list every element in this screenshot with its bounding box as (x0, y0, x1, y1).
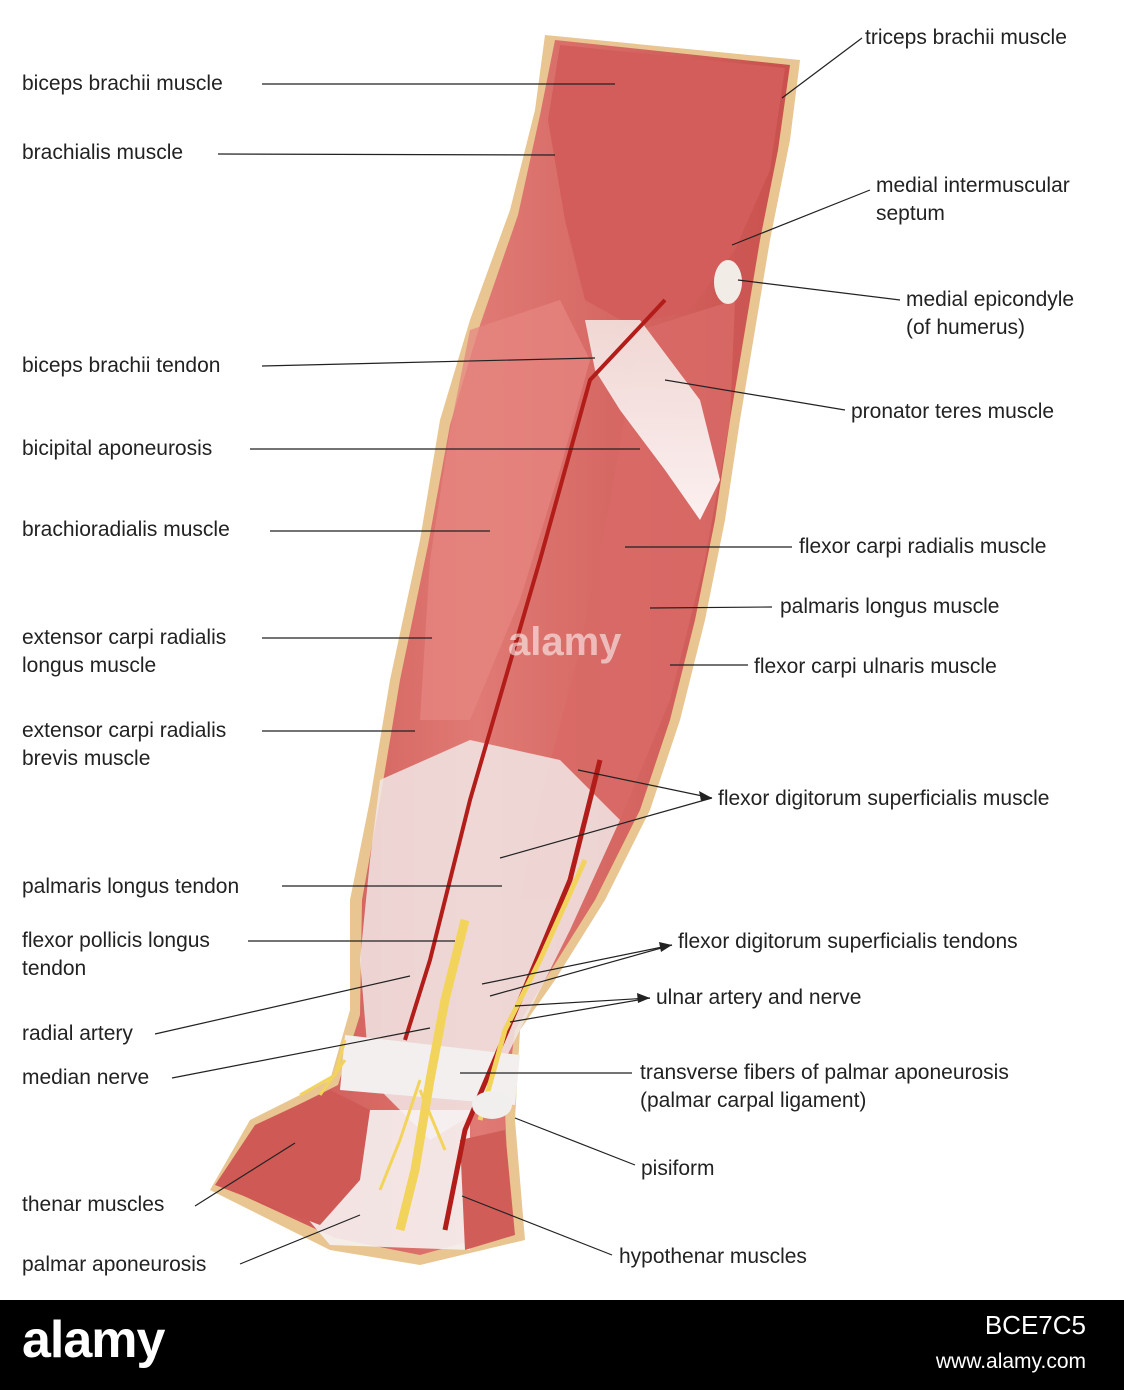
label-ulnar-artery-and-nerve: ulnar artery and nerve (656, 986, 862, 1009)
watermark-url: www.alamy.com (935, 1350, 1086, 1373)
label-flexor-digitorum-superficialis-muscle: flexor digitorum superficialis muscle (718, 787, 1050, 810)
label-flexor-carpi-ulnaris-muscle: flexor carpi ulnaris muscle (754, 655, 997, 678)
label-thenar-muscles: thenar muscles (22, 1193, 165, 1216)
medial-epicondyle-shape (714, 260, 742, 304)
forearm-illustration (154, 35, 901, 1265)
pisiform-shape (472, 1091, 512, 1119)
label-biceps-brachii-muscle: biceps brachii muscle (22, 72, 223, 95)
arrowheads (637, 791, 712, 1003)
label-flexor-digitorum-superficialis-tendons: flexor digitorum superficialis tendons (678, 930, 1018, 953)
label-brachioradialis-muscle: brachioradialis muscle (22, 518, 230, 541)
label-transverse-fibers-palmar-aponeurosis: transverse fibers of palmar aponeurosis(… (640, 1061, 1009, 1112)
label-medial-epicondyle: medial epicondyle(of humerus) (906, 288, 1075, 339)
brachioradialis-shape (420, 300, 590, 720)
label-biceps-brachii-tendon: biceps brachii tendon (22, 354, 221, 377)
hypothenar-shape (460, 1130, 515, 1250)
label-flexor-carpi-radialis-muscle: flexor carpi radialis muscle (799, 535, 1047, 558)
center-watermark: alamy (508, 620, 622, 664)
label-palmaris-longus-muscle: palmaris longus muscle (780, 595, 1000, 618)
label-pisiform: pisiform (641, 1157, 715, 1180)
label-bicipital-aponeurosis: bicipital aponeurosis (22, 437, 213, 460)
biceps-muscle-shape (548, 45, 785, 325)
label-triceps-brachii-muscle: triceps brachii muscle (865, 26, 1067, 49)
label-pronator-teres-muscle: pronator teres muscle (851, 400, 1055, 423)
label-hypothenar-muscles: hypothenar muscles (619, 1245, 807, 1268)
radial-artery-shape (403, 298, 667, 1041)
watermark-logo: alamy (22, 1311, 165, 1369)
leader-lines (154, 37, 901, 1265)
bicipital-aponeurosis-shape (585, 320, 720, 520)
wrist-tendons (360, 740, 620, 1140)
label-palmar-aponeurosis: palmar aponeurosis (22, 1253, 207, 1276)
label-radial-artery: radial artery (22, 1022, 133, 1045)
label-palmaris-longus-tendon: palmaris longus tendon (22, 875, 240, 898)
median-branches (299, 1039, 447, 1191)
label-brachialis-muscle: brachialis muscle (22, 141, 184, 164)
watermark-image-id: BCE7C5 (984, 1310, 1086, 1340)
median-nerve-shape (395, 918, 470, 1232)
thenar-shape (215, 1090, 370, 1225)
watermark-footer (0, 1300, 1124, 1390)
label-median-nerve: median nerve (22, 1066, 150, 1089)
ulnar-nerve-shape (477, 858, 588, 1121)
